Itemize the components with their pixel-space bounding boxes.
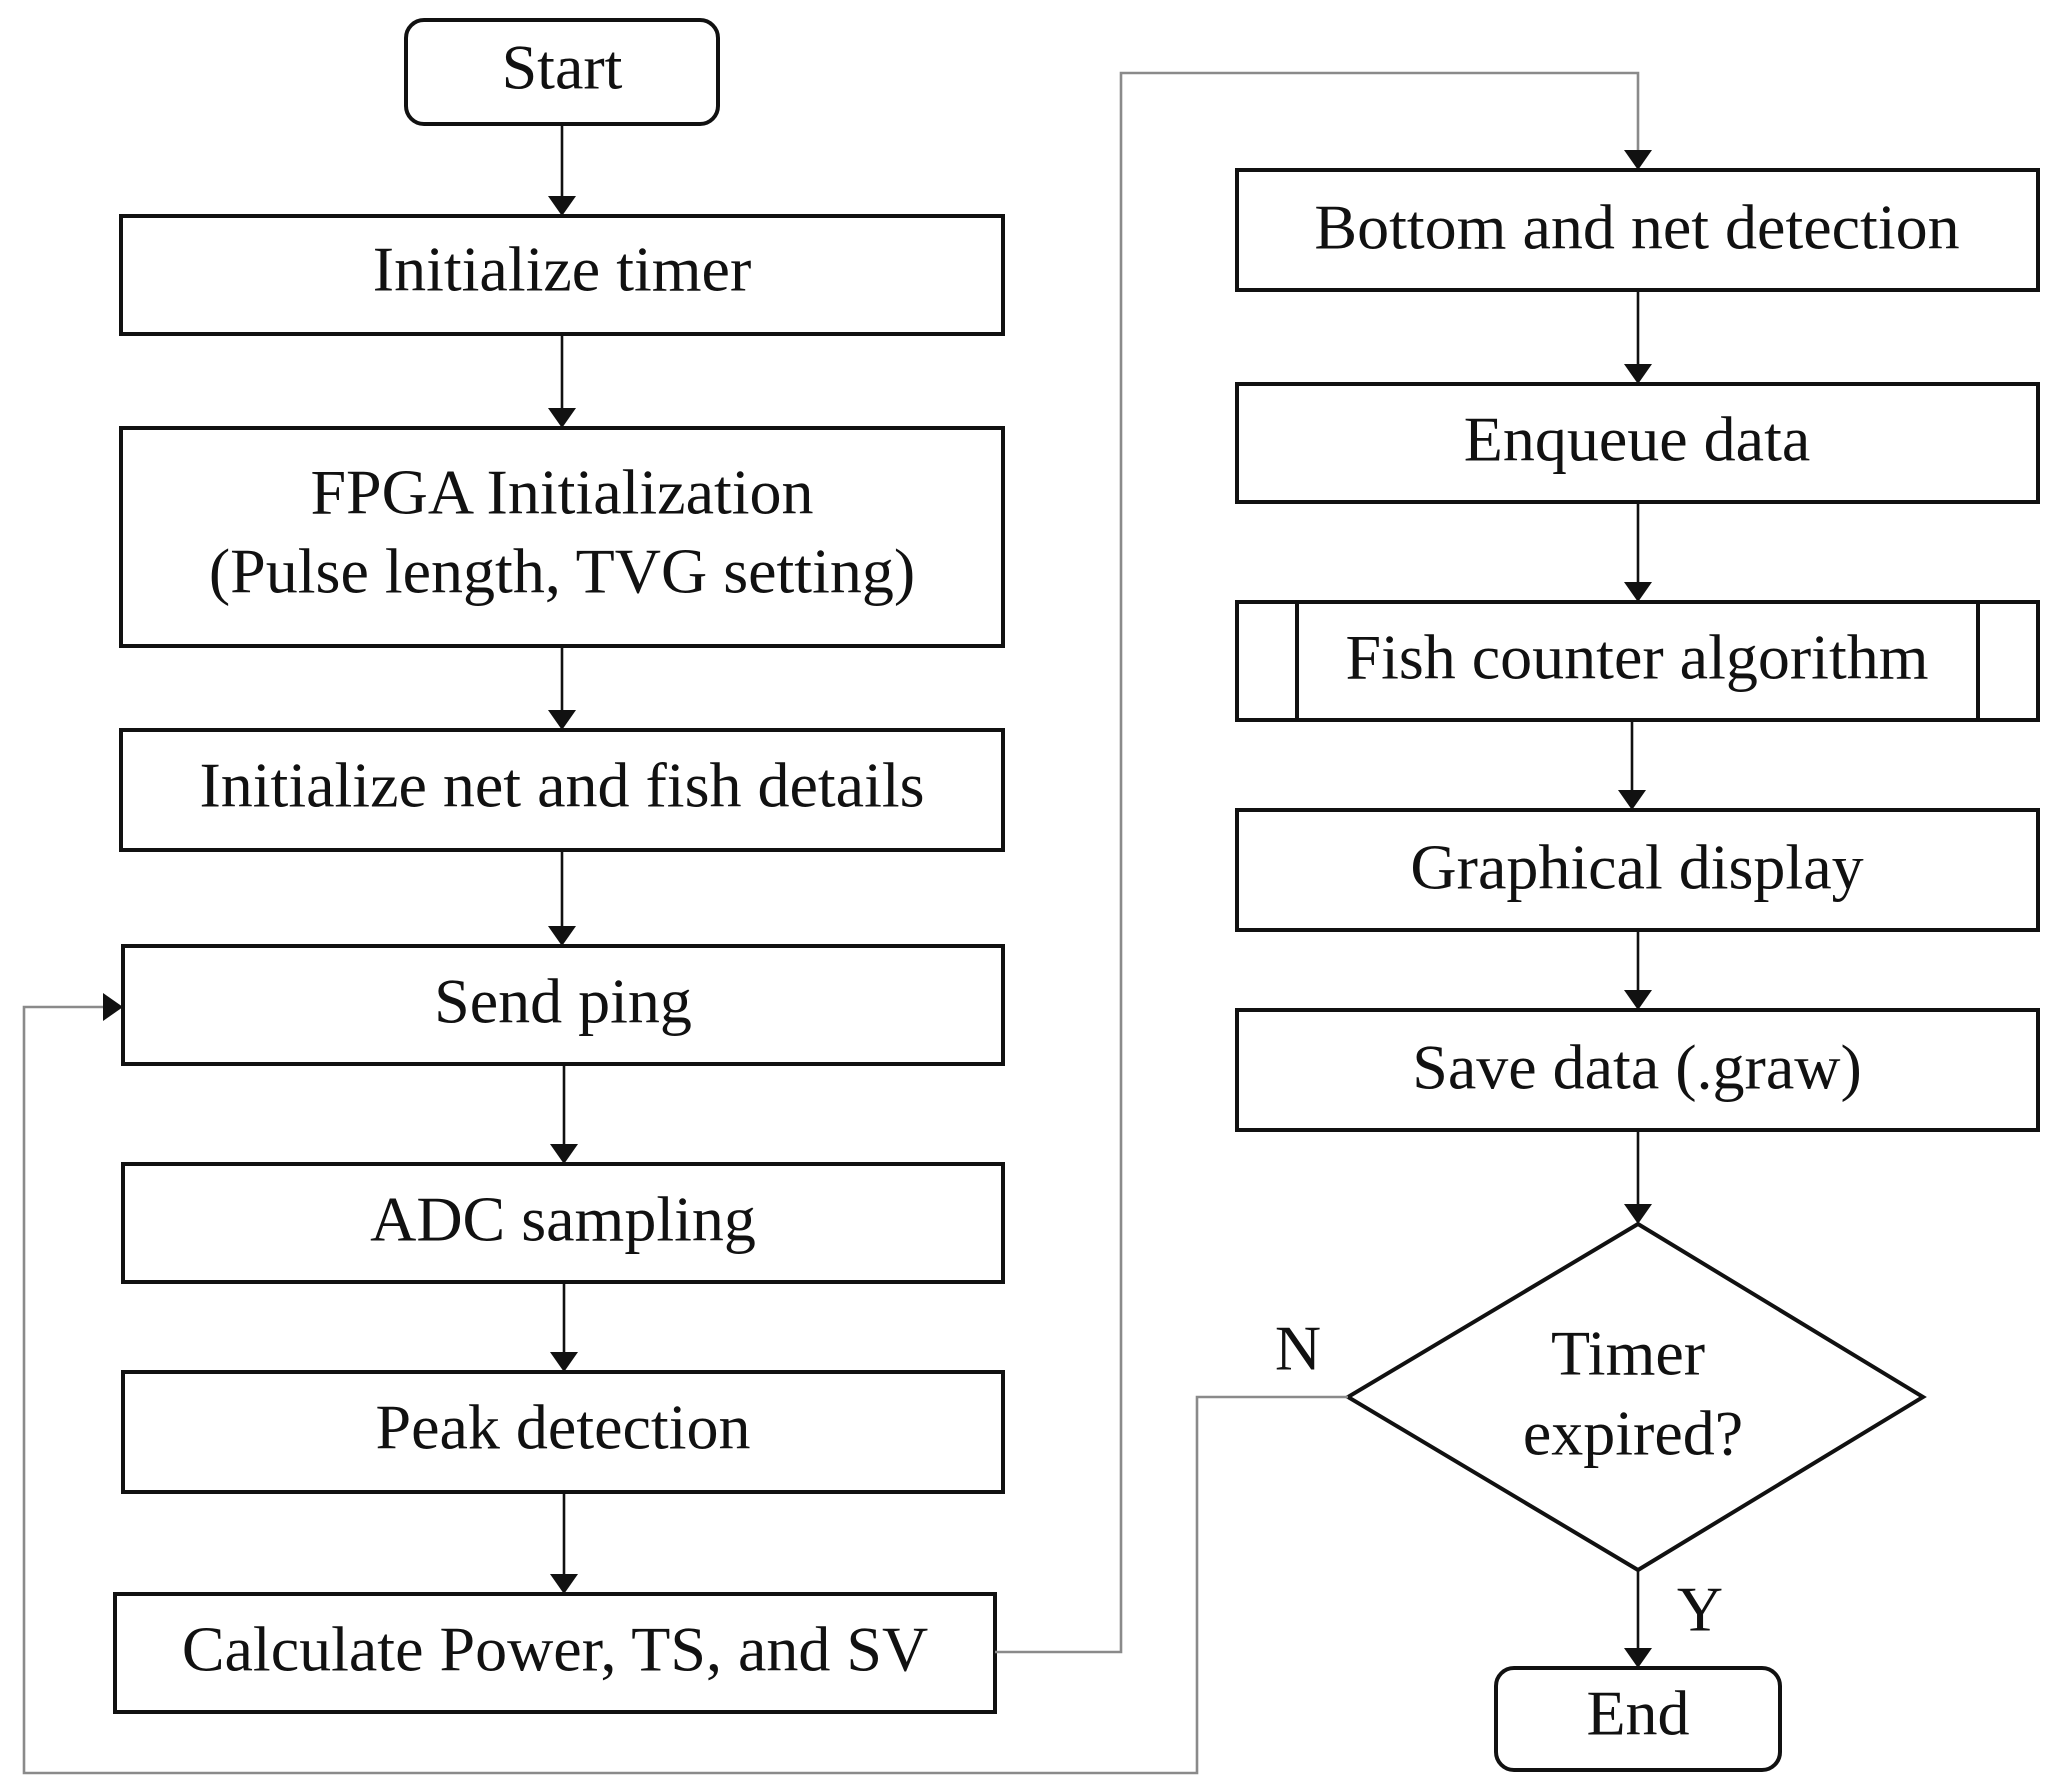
arrowhead bbox=[1624, 582, 1652, 602]
arrowhead bbox=[1618, 790, 1646, 810]
timer-expired-decision: Timer expired? bbox=[1344, 1221, 1927, 1573]
arrowhead bbox=[1624, 364, 1652, 384]
fpga-init-label-line1: FPGA Initialization bbox=[310, 457, 813, 528]
arrowhead bbox=[550, 1352, 578, 1372]
enqueue-data-node: Enqueue data bbox=[1235, 382, 2040, 504]
arrowhead bbox=[548, 710, 576, 730]
fish-counter-label: Fish counter algorithm bbox=[1345, 622, 1928, 693]
arrowhead bbox=[1624, 150, 1652, 170]
bottom-net-detection-label: Bottom and net detection bbox=[1314, 192, 1959, 263]
init-timer-label: Initialize timer bbox=[373, 234, 752, 305]
calc-power-node: Calculate Power, TS, and SV bbox=[113, 1592, 997, 1714]
arrowhead bbox=[103, 993, 123, 1021]
bottom-net-detection-node: Bottom and net detection bbox=[1235, 168, 2040, 292]
fpga-init-node: FPGA Initialization (Pulse length, TVG s… bbox=[119, 426, 1005, 648]
adc-sampling-label: ADC sampling bbox=[370, 1184, 756, 1255]
connector-decision-no-to-send-ping bbox=[22, 1005, 1348, 1775]
enqueue-data-label: Enqueue data bbox=[1464, 404, 1811, 475]
arrowhead bbox=[1624, 1648, 1652, 1668]
adc-sampling-node: ADC sampling bbox=[121, 1162, 1005, 1284]
graphical-display-node: Graphical display bbox=[1235, 808, 2040, 932]
send-ping-label: Send ping bbox=[434, 966, 692, 1037]
arrowhead bbox=[550, 1574, 578, 1594]
end-label: End bbox=[1586, 1678, 1689, 1749]
arrowhead bbox=[1624, 990, 1652, 1010]
end-node: End bbox=[1494, 1666, 1782, 1772]
arrowhead bbox=[548, 926, 576, 946]
start-node: Start bbox=[404, 18, 720, 126]
save-data-label: Save data (.graw) bbox=[1412, 1032, 1862, 1103]
send-ping-node: Send ping bbox=[121, 944, 1005, 1066]
init-net-fish-label: Initialize net and fish details bbox=[199, 750, 924, 821]
peak-detection-node: Peak detection bbox=[121, 1370, 1005, 1494]
fish-counter-node: Fish counter algorithm bbox=[1235, 600, 2040, 722]
fpga-init-label-line2: (Pulse length, TVG setting) bbox=[209, 536, 915, 607]
timer-expired-label-line1: Timer bbox=[1551, 1318, 1705, 1389]
arrowhead bbox=[548, 408, 576, 428]
connector-calc-to-bottom-detection bbox=[995, 71, 1640, 1654]
branch-yes-label: Y bbox=[1677, 1574, 1723, 1645]
arrowhead bbox=[1624, 1204, 1652, 1224]
init-timer-node: Initialize timer bbox=[119, 214, 1005, 336]
save-data-node: Save data (.graw) bbox=[1235, 1008, 2040, 1132]
init-net-fish-node: Initialize net and fish details bbox=[119, 728, 1005, 852]
calc-power-label: Calculate Power, TS, and SV bbox=[182, 1614, 928, 1685]
peak-detection-label: Peak detection bbox=[376, 1392, 751, 1463]
branch-no-label: N bbox=[1275, 1313, 1321, 1384]
start-label: Start bbox=[502, 32, 623, 103]
arrowhead bbox=[550, 1144, 578, 1164]
arrowhead bbox=[548, 196, 576, 216]
graphical-display-label: Graphical display bbox=[1410, 832, 1863, 903]
timer-expired-label-line2: expired? bbox=[1523, 1398, 1743, 1469]
